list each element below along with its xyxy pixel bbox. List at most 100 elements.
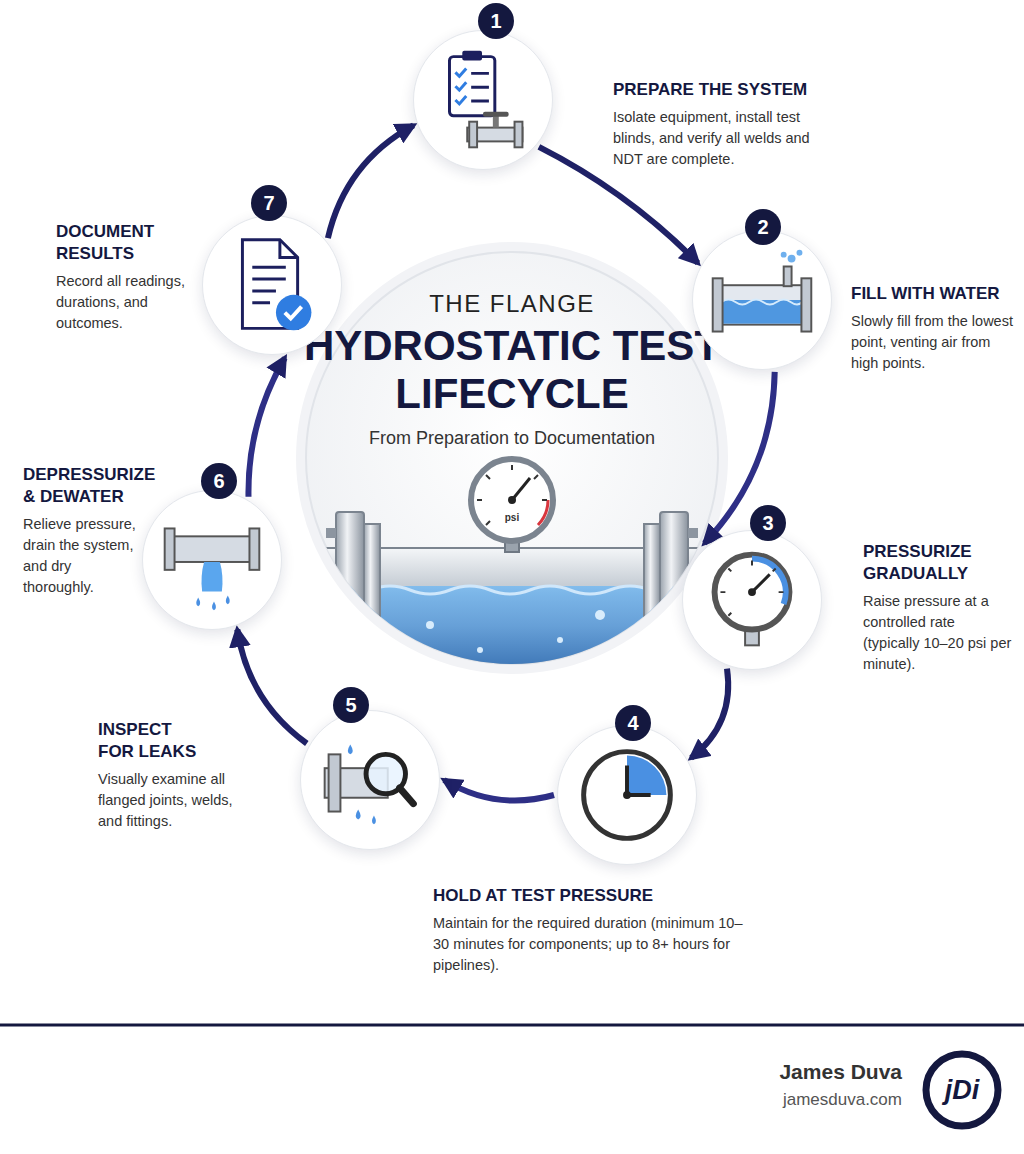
illustration-part <box>688 528 698 538</box>
illustration-part <box>372 815 376 824</box>
illustration-part <box>477 465 547 525</box>
illustration-part <box>455 68 466 103</box>
illustration-part <box>326 566 336 576</box>
illustration-part <box>280 240 298 258</box>
step-circle: 2FILL WITH WATERSlowly fill from the low… <box>692 230 832 370</box>
logo-text: jDi <box>927 1072 997 1108</box>
step-icon <box>414 31 552 169</box>
illustration-part <box>165 528 175 569</box>
illustration-part <box>781 252 787 258</box>
step-number: 7 <box>251 185 287 221</box>
step-heading: DEPRESSURIZE & DEWATER <box>23 464 171 508</box>
step-icon <box>203 216 341 354</box>
illustration-part <box>584 752 671 839</box>
illustration-part <box>449 57 494 116</box>
illustration-part <box>400 788 414 804</box>
illustration-part <box>722 300 803 305</box>
illustration-part <box>788 255 796 263</box>
step-description: Isolate equipment, install test blinds, … <box>613 107 841 170</box>
step-circle: 3PRESSURIZE GRADUALLYRaise pressure at a… <box>682 530 822 670</box>
diagram-subtitle: From Preparation to Documentation <box>287 428 737 449</box>
step-text: FILL WITH WATERSlowly fill from the lowe… <box>851 283 1021 374</box>
illustration-part <box>508 496 516 504</box>
illustration-part <box>721 285 804 324</box>
illustration-part <box>515 122 523 148</box>
illustration-part <box>797 250 803 256</box>
illustration-part <box>748 588 756 596</box>
step-heading: DOCUMENT RESULTS <box>56 221 196 265</box>
illustration-part <box>196 597 200 606</box>
step-description: Relieve pressure, drain the system, and … <box>23 514 145 598</box>
illustration-part <box>285 307 302 319</box>
step-text: INSPECT FOR LEAKSVisually examine all fl… <box>98 719 253 832</box>
illustration-part <box>627 765 651 795</box>
step-circle: 6DEPRESSURIZE & DEWATERRelieve pressure,… <box>142 490 282 630</box>
step-description: Maintain for the required duration (mini… <box>433 913 743 976</box>
step-circle: 5INSPECT FOR LEAKSVisually examine all f… <box>300 710 440 850</box>
step-icon <box>683 531 821 669</box>
illustration-part <box>644 524 660 684</box>
step-number: 5 <box>333 687 369 723</box>
step-circle: 4HOLD AT TEST PRESSUREMaintain for the r… <box>557 725 697 865</box>
step-number: 3 <box>750 505 786 541</box>
illustration-part <box>477 647 483 653</box>
flow-arrow <box>444 780 554 801</box>
title-kicker: THE FLANGE <box>312 290 712 318</box>
step-circle: 1PREPARE THE SYSTEMIsolate equipment, in… <box>413 30 553 170</box>
diagram-title: HYDROSTATIC TEST LIFECYCLE <box>302 322 722 418</box>
step-number: 2 <box>745 209 781 245</box>
author-name: James Duva <box>600 1060 902 1084</box>
step-number: 6 <box>201 463 237 499</box>
illustration-part <box>290 586 734 678</box>
flow-arrow <box>237 630 306 744</box>
illustration-part <box>720 561 783 616</box>
illustration-part <box>627 756 666 795</box>
illustration-part <box>326 630 336 640</box>
step-text: PREPARE THE SYSTEM Isolate equipment, ins… <box>613 79 873 170</box>
illustration-part <box>784 266 792 286</box>
step-circle: 7DOCUMENT RESULTSRecord all readings, du… <box>202 215 342 355</box>
step-icon <box>558 726 696 864</box>
illustration-part <box>538 500 548 525</box>
step-icon <box>301 711 439 849</box>
flow-arrow <box>328 125 414 238</box>
author-url: jamesduva.com <box>600 1090 902 1110</box>
illustration-part <box>356 810 361 820</box>
illustration-part <box>348 745 353 755</box>
illustration-part <box>276 295 311 330</box>
pressure-gauge <box>471 459 553 552</box>
gauge-unit: psi <box>492 512 532 523</box>
step-icon <box>143 491 281 629</box>
illustration-part <box>462 51 482 61</box>
flow-arrow <box>691 669 728 758</box>
step-heading: HOLD AT TEST PRESSURE <box>433 885 763 907</box>
illustration-part <box>512 478 530 500</box>
illustration-part <box>471 73 489 101</box>
illustration-part <box>249 528 259 569</box>
step-heading: PREPARE THE SYSTEM <box>613 79 873 101</box>
illustration-part <box>469 122 477 148</box>
logo-mark <box>926 1054 998 1126</box>
illustration-part <box>623 791 631 799</box>
illustration-part <box>252 267 286 302</box>
illustration-part <box>715 555 790 630</box>
illustration-part <box>329 754 341 811</box>
illustration-part <box>169 536 256 562</box>
illustration-part <box>212 601 216 610</box>
step-text: HOLD AT TEST PRESSURE Maintain for the re… <box>433 885 763 976</box>
illustration-part <box>336 512 364 692</box>
step-text: DEPRESSURIZE & DEWATER Relieve pressure, … <box>23 464 171 598</box>
illustration-part <box>364 524 380 684</box>
illustration-part <box>557 637 563 643</box>
step-description: Record all readings, durations, and outc… <box>56 271 196 334</box>
step-number: 4 <box>615 705 651 741</box>
step-text: PRESSURIZE GRADUALLYRaise pressure at a … <box>863 541 1023 675</box>
step-heading: PRESSURIZE GRADUALLY <box>863 541 1023 585</box>
step-text: DOCUMENT RESULTS Record all readings, dur… <box>56 221 196 334</box>
illustration-part <box>326 528 336 538</box>
step-description: Slowly fill from the lowest point, venti… <box>851 311 1017 374</box>
illustration-part <box>493 116 499 128</box>
step-description: Visually examine all flanged joints, wel… <box>98 769 253 832</box>
illustration-part <box>722 300 803 324</box>
